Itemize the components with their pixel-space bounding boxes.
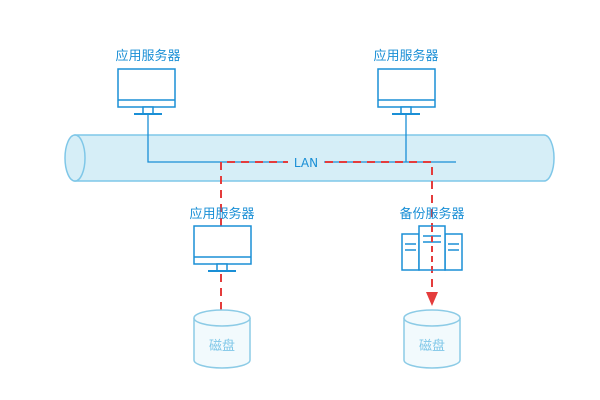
backup-server: 备份服务器 [399, 206, 465, 271]
disk-right-label: 磁盘 [419, 338, 445, 354]
app-server-top-left-label: 应用服务器 [115, 48, 180, 64]
lan-label: LAN [294, 156, 318, 170]
app-server-top-left: 应用服务器 [115, 48, 181, 115]
app-server-top-right: 应用服务器 [373, 48, 439, 115]
disk-left: 磁盘 [193, 309, 251, 369]
backup-server-label: 备份服务器 [399, 206, 464, 222]
data-path-left [220, 161, 433, 310]
app-server-bottom: 应用服务器 [189, 206, 255, 272]
lan-pipe-left-end [64, 134, 86, 182]
data-path-arrowhead [426, 292, 438, 306]
monitor-icon [377, 68, 436, 115]
disk-right: 磁盘 [403, 309, 461, 369]
monitor-icon [117, 68, 176, 115]
backup-data-path [220, 161, 433, 310]
monitor-icon [193, 225, 252, 272]
lan-label-bg [288, 154, 324, 170]
app-server-bottom-label: 应用服务器 [189, 206, 254, 222]
disk-left-label: 磁盘 [209, 338, 235, 354]
app-server-top-right-label: 应用服务器 [373, 48, 438, 64]
